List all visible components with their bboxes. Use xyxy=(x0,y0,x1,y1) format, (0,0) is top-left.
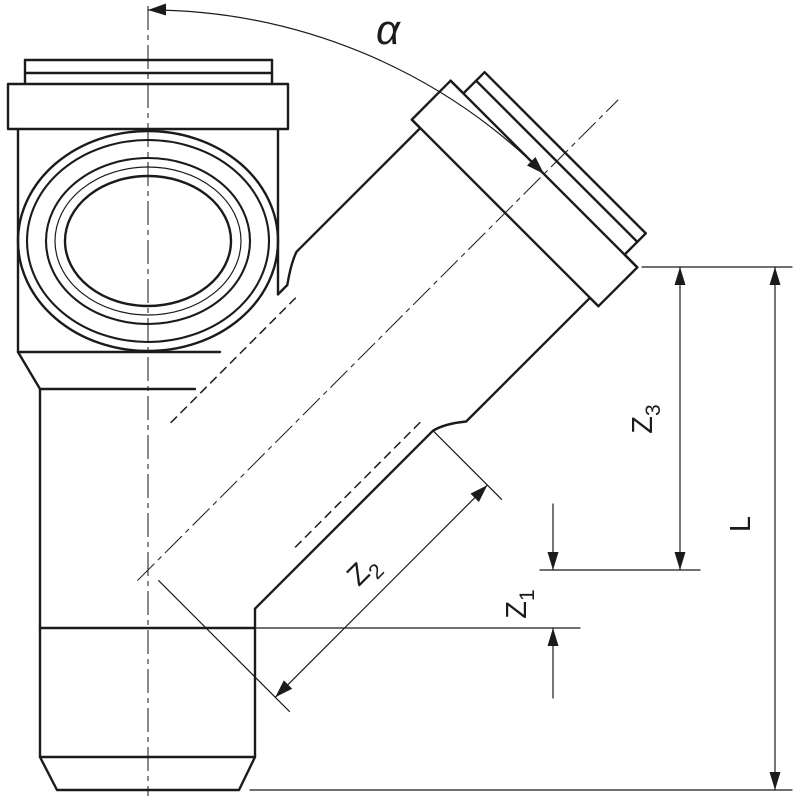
dimension-length: L xyxy=(725,266,781,791)
z2-extension-upper xyxy=(432,430,503,500)
z2-extension-lower xyxy=(158,580,290,712)
socket-ring-3 xyxy=(44,156,252,326)
socket-ring-bore xyxy=(63,174,233,308)
main-pipe-outline xyxy=(6,58,290,792)
l-arrowhead-bottom xyxy=(769,772,781,790)
alpha-arrowhead-left xyxy=(148,3,166,16)
z3-arrowhead-bottom xyxy=(674,552,686,570)
z1-label: Z1 xyxy=(501,589,539,618)
branch-rim-inner-line xyxy=(474,79,639,244)
branch-silhouette xyxy=(253,71,647,610)
extension-lines xyxy=(158,266,793,791)
z1-arrowhead-upper xyxy=(547,552,559,570)
branch-centerline xyxy=(137,99,619,581)
pipe-bottom-chamfer xyxy=(38,755,257,792)
centerlines xyxy=(137,6,619,796)
socket-opening-rings xyxy=(16,129,280,353)
l-arrowhead-top xyxy=(769,267,781,285)
z2-line xyxy=(274,484,488,698)
l-label: L xyxy=(725,516,757,532)
branch-outline xyxy=(253,71,647,610)
socket-ring-4 xyxy=(54,166,242,316)
branch-collar-inner-face xyxy=(410,118,600,308)
branch-hidden-bore-lines xyxy=(170,295,423,548)
z2-label: Z2 xyxy=(341,549,389,597)
socket-ring-2 xyxy=(25,138,271,344)
z1-arrowhead-lower xyxy=(547,628,559,646)
hidden-bore-lower xyxy=(294,419,423,548)
hidden-bore-upper xyxy=(170,295,299,424)
alpha-arrowhead-right xyxy=(527,157,544,174)
alpha-arc xyxy=(147,9,545,175)
dimension-z2: Z2 xyxy=(274,484,488,698)
dimension-z3: Z3 xyxy=(627,266,686,571)
z3-label: Z3 xyxy=(627,404,665,433)
z3-arrowhead-top xyxy=(674,267,686,285)
socket-taper-left xyxy=(16,350,42,391)
alpha-label: α xyxy=(376,6,401,53)
socket-collar xyxy=(6,82,290,131)
z2-arrowhead-upper xyxy=(470,485,488,502)
socket-ring-outer xyxy=(16,129,280,353)
dimension-z1: Z1 xyxy=(501,503,559,699)
z2-arrowhead-lower xyxy=(275,680,293,698)
dimension-alpha: α xyxy=(147,3,545,175)
